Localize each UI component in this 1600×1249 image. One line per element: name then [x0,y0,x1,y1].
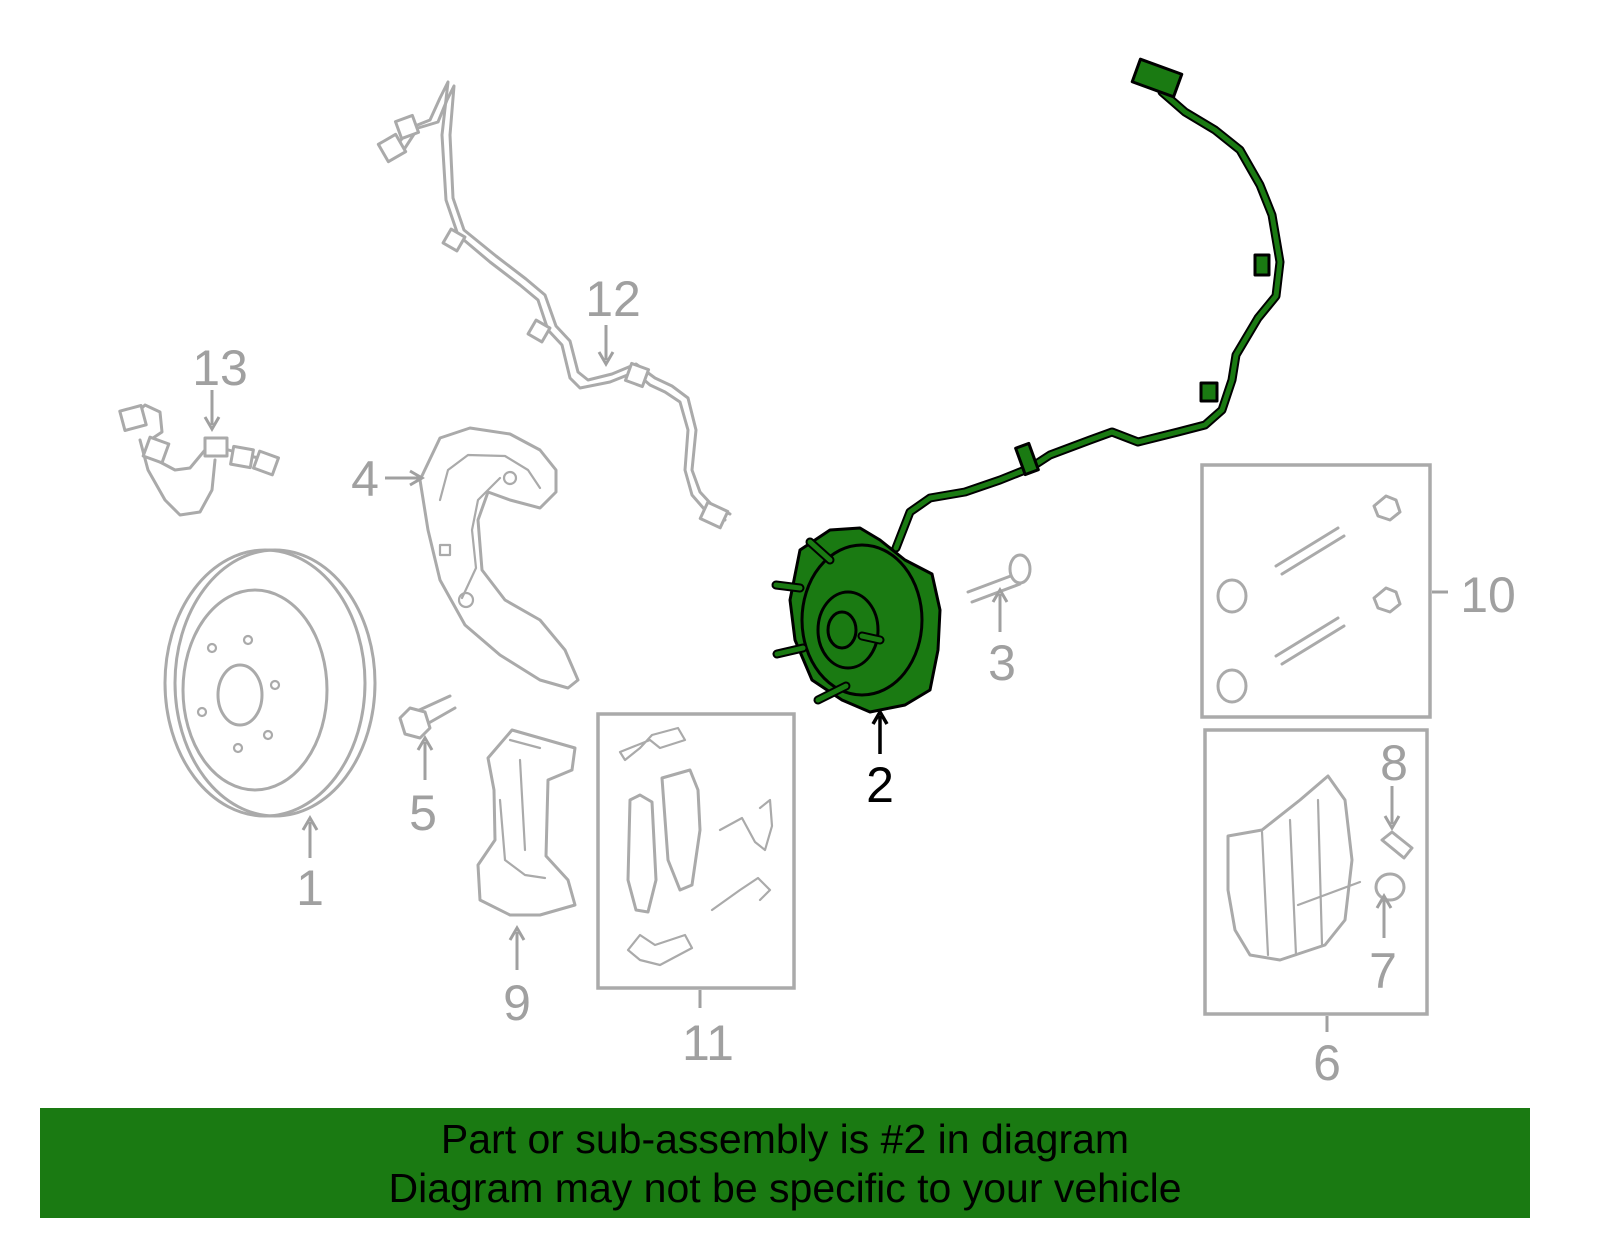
callout-1: 1 [296,860,324,916]
callout-2: 2 [866,757,894,813]
part-1-rotor[interactable] [163,548,377,818]
part-4-splash-shield[interactable] [418,426,580,690]
callout-8: 8 [1380,735,1408,791]
callout-6: 6 [1313,1035,1341,1091]
callout-10: 10 [1460,567,1516,623]
part-10-kit[interactable] [1200,463,1432,719]
callout-5: 5 [409,785,437,841]
callout-3: 3 [988,635,1016,691]
part-12-harness[interactable] [376,80,732,530]
part-5-bolt[interactable] [398,694,457,740]
part-6-pads[interactable] [1203,728,1429,1016]
callout-13: 13 [192,340,248,396]
leader-lines [203,325,1448,1032]
callout-12: 12 [585,271,641,327]
callout-4: 4 [351,451,379,507]
part-13-pigtail[interactable] [118,403,280,517]
callout-7: 7 [1369,943,1397,999]
part-9-caliper-bracket[interactable] [476,728,577,917]
callout-11: 11 [682,1015,734,1071]
part-11-kit[interactable] [596,712,796,990]
banner-line-2: Diagram may not be specific to your vehi… [388,1165,1182,1211]
part-2-hub-bearing[interactable] [771,57,1285,714]
callout-9: 9 [503,975,531,1031]
info-banner: Part or sub-assembly is #2 in diagram Di… [40,1108,1530,1218]
banner-line-1: Part or sub-assembly is #2 in diagram [440,1116,1130,1162]
part-3-stud[interactable] [966,553,1032,604]
